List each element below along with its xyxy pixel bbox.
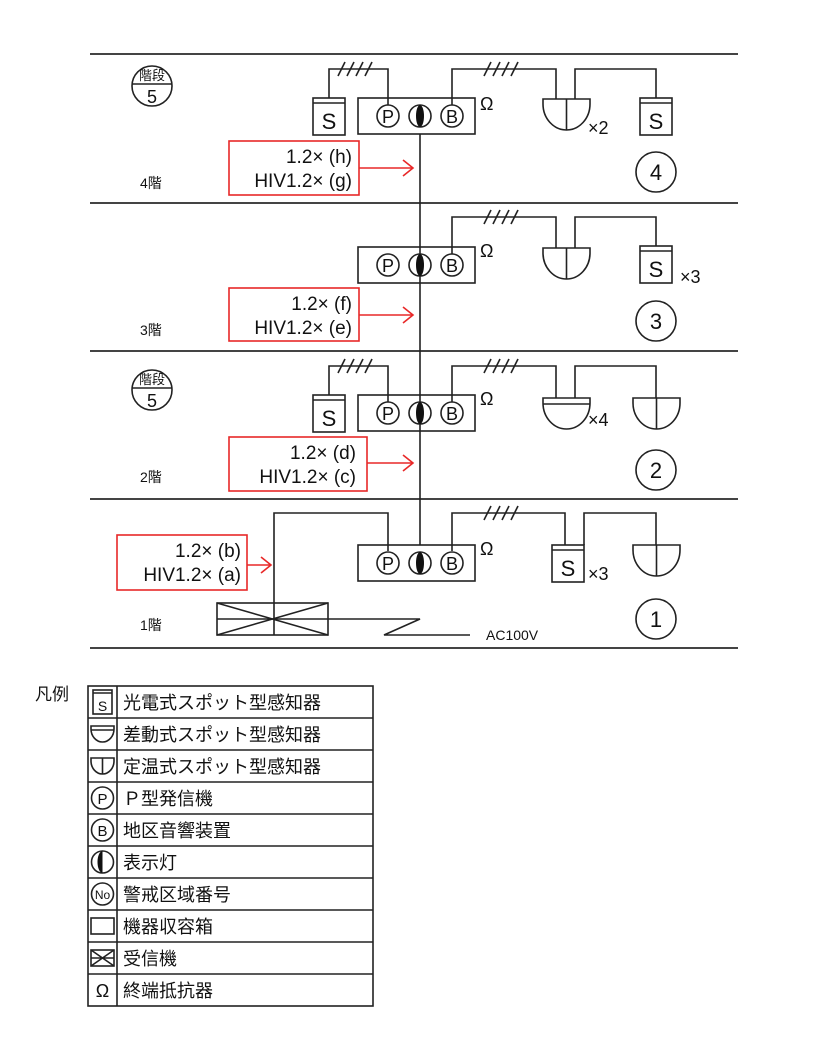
legend-title: 凡例 bbox=[35, 685, 69, 704]
legend-item-zone-number: 警戒区域番号 bbox=[123, 885, 231, 905]
floor-4: 階段 5 S P B Ω ×2 S 4 1.2× (h) HIV1.2× (g)… bbox=[131, 61, 677, 196]
floor-label: 1階 bbox=[140, 617, 162, 633]
svg-text:×3: ×3 bbox=[588, 564, 609, 584]
floor-label: 3階 bbox=[140, 322, 162, 338]
p-transmitter-icon: P bbox=[90, 786, 115, 810]
receiver-icon bbox=[90, 949, 115, 967]
fixed-temp-detector-icon bbox=[90, 757, 115, 775]
svg-text:B: B bbox=[446, 107, 458, 127]
svg-text:S: S bbox=[649, 109, 664, 134]
svg-text:HIV1.2× (e): HIV1.2× (e) bbox=[254, 318, 352, 339]
svg-text:1.2× (h): 1.2× (h) bbox=[286, 147, 352, 168]
svg-text:B: B bbox=[446, 256, 458, 276]
svg-text:S: S bbox=[561, 556, 576, 581]
svg-text:S: S bbox=[98, 698, 107, 714]
floor-2: 階段 5 S P B Ω ×4 2 1.2× (d) HIV1.2× (c) 2… bbox=[131, 358, 681, 492]
svg-text:P: P bbox=[97, 791, 107, 808]
svg-text:×4: ×4 bbox=[588, 410, 609, 430]
svg-text:S: S bbox=[322, 109, 337, 134]
floor-lines bbox=[90, 53, 738, 649]
terminal-resistor-icon: Ω bbox=[480, 94, 493, 114]
equipment-box-icon bbox=[90, 917, 115, 935]
svg-text:1: 1 bbox=[650, 607, 662, 632]
floor-label: 4階 bbox=[140, 175, 162, 191]
svg-text:1.2× (f): 1.2× (f) bbox=[291, 294, 352, 315]
legend-item-equipment-box: 機器収容箱 bbox=[123, 917, 213, 937]
svg-text:No: No bbox=[95, 888, 111, 902]
svg-text:B: B bbox=[446, 404, 458, 424]
svg-text:P: P bbox=[382, 107, 394, 127]
svg-text:Ω: Ω bbox=[480, 389, 493, 409]
legend-item-fixed-temp-detector: 定温式スポット型感知器 bbox=[123, 757, 321, 777]
floor-3: P B Ω S ×3 3 1.2× (f) HIV1.2× (e) 3階 bbox=[140, 209, 701, 342]
svg-text:HIV1.2× (c): HIV1.2× (c) bbox=[259, 467, 356, 488]
svg-text:2: 2 bbox=[650, 458, 662, 483]
rate-of-rise-detector-icon bbox=[90, 725, 115, 743]
rate-of-rise-detector-icon bbox=[542, 397, 591, 430]
legend-item-p-transmitter: Ｐ型発信機 bbox=[123, 789, 213, 809]
stair-symbol: 階段 5 bbox=[131, 369, 173, 411]
svg-text:Ω: Ω bbox=[480, 539, 493, 559]
fixed-temp-detector-icon bbox=[542, 98, 591, 131]
svg-text:5: 5 bbox=[147, 87, 157, 107]
legend-item-terminal-resistor: 終端抵抗器 bbox=[123, 981, 213, 1001]
svg-text:B: B bbox=[97, 823, 107, 840]
svg-text:P: P bbox=[382, 404, 394, 424]
legend-item-bell: 地区音響装置 bbox=[123, 821, 231, 841]
floor-label: 2階 bbox=[140, 469, 162, 485]
terminal-resistor-icon: Ω bbox=[96, 981, 109, 1001]
svg-text:×2: ×2 bbox=[588, 118, 609, 138]
svg-text:S: S bbox=[322, 406, 337, 431]
svg-text:HIV1.2× (a): HIV1.2× (a) bbox=[143, 565, 241, 586]
legend-item-receiver: 受信機 bbox=[123, 949, 177, 969]
stair-symbol: 階段 5 bbox=[131, 65, 173, 107]
svg-text:P: P bbox=[382, 554, 394, 574]
smoke-detector-icon: S bbox=[92, 689, 113, 715]
svg-text:Ω: Ω bbox=[480, 241, 493, 261]
svg-text:階段: 階段 bbox=[139, 68, 165, 83]
svg-text:4: 4 bbox=[650, 160, 662, 185]
power-label: AC100V bbox=[486, 627, 539, 643]
svg-text:HIV1.2× (g): HIV1.2× (g) bbox=[254, 171, 352, 192]
legend-item-smoke-detector: 光電式スポット型感知器 bbox=[123, 693, 321, 713]
receiver-icon bbox=[216, 602, 329, 636]
svg-text:3: 3 bbox=[650, 309, 662, 334]
svg-text:B: B bbox=[446, 554, 458, 574]
svg-text:1.2× (d): 1.2× (d) bbox=[290, 443, 356, 464]
floor-1: P B Ω S ×3 AC100V 1 1.2× (b) HIV1.2× (a)… bbox=[116, 505, 681, 643]
indicator-lamp-icon bbox=[90, 850, 115, 874]
svg-text:S: S bbox=[649, 257, 664, 282]
fixed-temp-detector-icon bbox=[542, 247, 591, 280]
svg-text:5: 5 bbox=[147, 391, 157, 411]
zone-number-icon: No bbox=[90, 882, 115, 906]
bell-icon: B bbox=[90, 818, 115, 842]
fixed-temp-detector-icon bbox=[632, 397, 681, 430]
svg-text:P: P bbox=[382, 256, 394, 276]
legend-item-rate-of-rise-detector: 差動式スポット型感知器 bbox=[123, 725, 321, 745]
legend-item-indicator-lamp: 表示灯 bbox=[123, 853, 177, 873]
svg-text:1.2× (b): 1.2× (b) bbox=[175, 541, 241, 562]
zone-number-icon bbox=[635, 151, 677, 193]
svg-text:階段: 階段 bbox=[139, 372, 165, 387]
svg-text:×3: ×3 bbox=[680, 267, 701, 287]
